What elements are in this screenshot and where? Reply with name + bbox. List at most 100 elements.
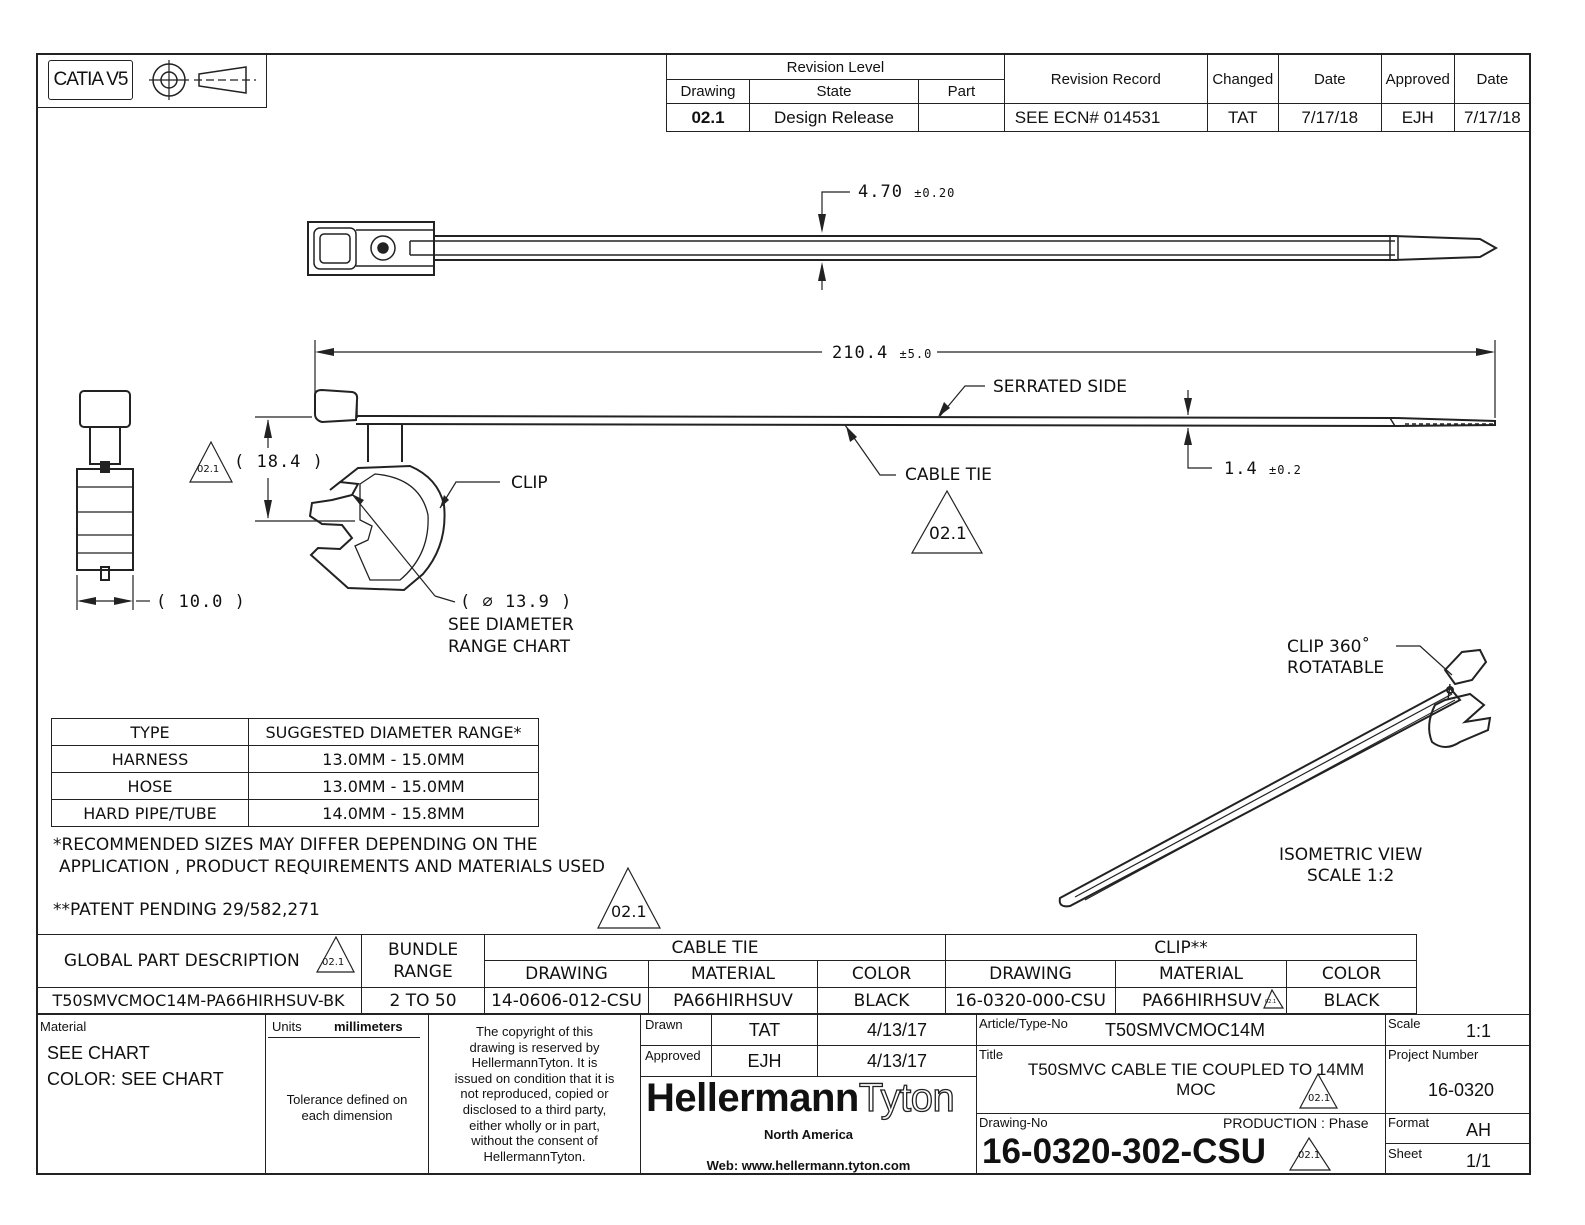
tie-thickness-number: 1.4 bbox=[1224, 459, 1258, 479]
tolerance-line-1: Tolerance defined on bbox=[286, 1092, 408, 1107]
company-logo: HellermannTyton bbox=[646, 1075, 955, 1121]
drawn-date: 4/13/17 bbox=[866, 1020, 928, 1040]
drawn-by: TAT bbox=[748, 1020, 781, 1040]
units-value: millimeters bbox=[334, 1019, 403, 1034]
revision-table: Revision Level Revision Record Changed D… bbox=[666, 54, 1532, 132]
cable-tie-header: CABLE TIE bbox=[484, 934, 946, 961]
title-line-2: MOC bbox=[1176, 1080, 1216, 1099]
end-view bbox=[76, 390, 134, 581]
rev-date2: 7/17/18 bbox=[1453, 103, 1532, 132]
drawing-no-label: Drawing-No bbox=[979, 1115, 1048, 1130]
approved-label: Approved bbox=[645, 1048, 701, 1063]
rev-changed-header: Changed bbox=[1206, 54, 1279, 104]
sheet-label: Sheet bbox=[1388, 1146, 1422, 1161]
phase-label: PRODUCTION : Phase bbox=[1223, 1115, 1369, 1131]
copyright-line: HellermannTyton. It is bbox=[471, 1055, 598, 1071]
copyright-line: without the consent of bbox=[471, 1133, 598, 1149]
copyright-line: HellermannTyton. bbox=[483, 1148, 586, 1164]
rev-tag-2: 02.1 bbox=[929, 524, 967, 544]
cad-label: CATIA V5 bbox=[48, 60, 133, 100]
serrated-callout: SERRATED SIDE bbox=[993, 377, 1128, 397]
range-type-cell: HARD PIPE/TUBE bbox=[51, 799, 249, 827]
thickness-tolerance: ±0.20 bbox=[914, 186, 956, 200]
tie-drawing-header: DRAWING bbox=[484, 960, 649, 988]
approved-date: 4/13/17 bbox=[866, 1051, 928, 1071]
clip-callout: CLIP bbox=[511, 473, 548, 493]
scale-value: 1:1 bbox=[1466, 1021, 1492, 1041]
range-header-range: SUGGESTED DIAMETER RANGE* bbox=[248, 718, 539, 746]
material-box bbox=[36, 1014, 266, 1175]
rev-date: 7/17/18 bbox=[1277, 103, 1382, 132]
clip-header: CLIP** bbox=[945, 934, 1417, 961]
clip-material: PA66HIRHSUV bbox=[1115, 987, 1287, 1014]
rev-tag-1: 02.1 bbox=[197, 464, 220, 475]
rev-tag-3: 02.1 bbox=[611, 902, 647, 921]
drawn-label: Drawn bbox=[645, 1017, 683, 1032]
recommended-note-2: APPLICATION , PRODUCT REQUIREMENTS AND M… bbox=[59, 857, 605, 877]
diameter-value: ( ∅ 13.9 ) bbox=[460, 592, 573, 612]
top-view-tie bbox=[307, 221, 1499, 276]
clip360-note-1: CLIP 360˚ bbox=[1287, 637, 1370, 657]
table-row: HOSE 13.0MM - 15.0MM bbox=[51, 772, 539, 800]
width-value: ( 10.0 ) bbox=[156, 592, 246, 612]
tie-material-header: MATERIAL bbox=[648, 960, 818, 988]
arrowheads bbox=[77, 214, 1495, 605]
diameter-note-2: RANGE CHART bbox=[448, 637, 571, 657]
range-type-cell: HOSE bbox=[51, 772, 249, 800]
title-line-1: T50SMVC CABLE TIE COUPLED TO 14MM bbox=[1027, 1060, 1365, 1079]
clip360-note-2: ROTATABLE bbox=[1287, 658, 1385, 678]
side-view-tie bbox=[314, 388, 1496, 428]
bundle-label-1: BUNDLE bbox=[387, 940, 459, 960]
tie-color: BLACK bbox=[817, 987, 946, 1014]
logo-part-a: Hellermann bbox=[646, 1076, 859, 1120]
tolerance-line-2: each dimension bbox=[301, 1108, 393, 1123]
isometric-view bbox=[1058, 648, 1492, 908]
tie-drawing: 14-0606-012-CSU bbox=[484, 987, 649, 1014]
cable-tie-callout: CABLE TIE bbox=[905, 465, 992, 485]
clip-color: BLACK bbox=[1286, 987, 1417, 1014]
units-label: Units bbox=[272, 1019, 302, 1034]
diameter-range-table: TYPE SUGGESTED DIAMETER RANGE* HARNESS 1… bbox=[51, 718, 539, 827]
clip-side bbox=[308, 424, 446, 592]
table-row: T50SMVCMOC14M-PA66HIRHSUV-BK 2 TO 50 14-… bbox=[36, 987, 1417, 1014]
rev-approved: EJH bbox=[1380, 103, 1455, 132]
format-value: AH bbox=[1466, 1120, 1492, 1140]
cad-block bbox=[36, 53, 267, 108]
clip-drawing-header: DRAWING bbox=[945, 960, 1116, 988]
article-value: T50SMVCMOC14M bbox=[1105, 1020, 1266, 1040]
tie-color-header: COLOR bbox=[817, 960, 946, 988]
bundle-range: 2 TO 50 bbox=[361, 987, 485, 1014]
rev-tag-6: 02.1 bbox=[1308, 1093, 1331, 1104]
region-label: North America bbox=[763, 1127, 854, 1142]
length-number: 210.4 bbox=[832, 343, 889, 363]
format-label: Format bbox=[1388, 1115, 1430, 1130]
iso-note-1: ISOMETRIC VIEW bbox=[1279, 845, 1423, 865]
clip-material-header: MATERIAL bbox=[1115, 960, 1287, 988]
range-value-cell: 13.0MM - 15.0MM bbox=[248, 772, 539, 800]
table-row: HARD PIPE/TUBE 14.0MM - 15.8MM bbox=[51, 799, 539, 827]
sheet-cell bbox=[1385, 1143, 1531, 1175]
thickness-number: 4.70 bbox=[858, 182, 903, 202]
approved-by: EJH bbox=[747, 1051, 782, 1071]
length-tolerance: ±5.0 bbox=[899, 347, 933, 361]
copyright-line: drawing is reserved by bbox=[469, 1039, 600, 1055]
copyright-text: The copyright of this drawing is reserve… bbox=[428, 1024, 641, 1164]
bundle-label-2: RANGE bbox=[393, 962, 453, 982]
rev-date2-header: Date bbox=[1453, 54, 1532, 104]
project-value: 16-0320 bbox=[1428, 1080, 1495, 1100]
recommended-note-1: *RECOMMENDED SIZES MAY DIFFER DEPENDING … bbox=[53, 835, 538, 855]
range-header-type: TYPE bbox=[51, 718, 249, 746]
rev-state-header: State bbox=[749, 79, 919, 104]
tie-thickness-tolerance: ±0.2 bbox=[1268, 463, 1302, 477]
table-row: HARNESS 13.0MM - 15.0MM bbox=[51, 745, 539, 773]
tie-thickness-value: 1.4 ±0.2 bbox=[1224, 459, 1302, 479]
length-value: 210.4 ±5.0 bbox=[832, 343, 932, 363]
diameter-note-1: SEE DIAMETER bbox=[448, 615, 574, 635]
parts-table: GLOBAL PART DESCRIPTION BUNDLE RANGE CAB… bbox=[36, 934, 1417, 1014]
project-label: Project Number bbox=[1388, 1047, 1479, 1062]
clip-color-header: COLOR bbox=[1286, 960, 1417, 988]
rev-approved-header: Approved bbox=[1380, 54, 1455, 104]
rev-drawing-header: Drawing bbox=[666, 79, 750, 104]
